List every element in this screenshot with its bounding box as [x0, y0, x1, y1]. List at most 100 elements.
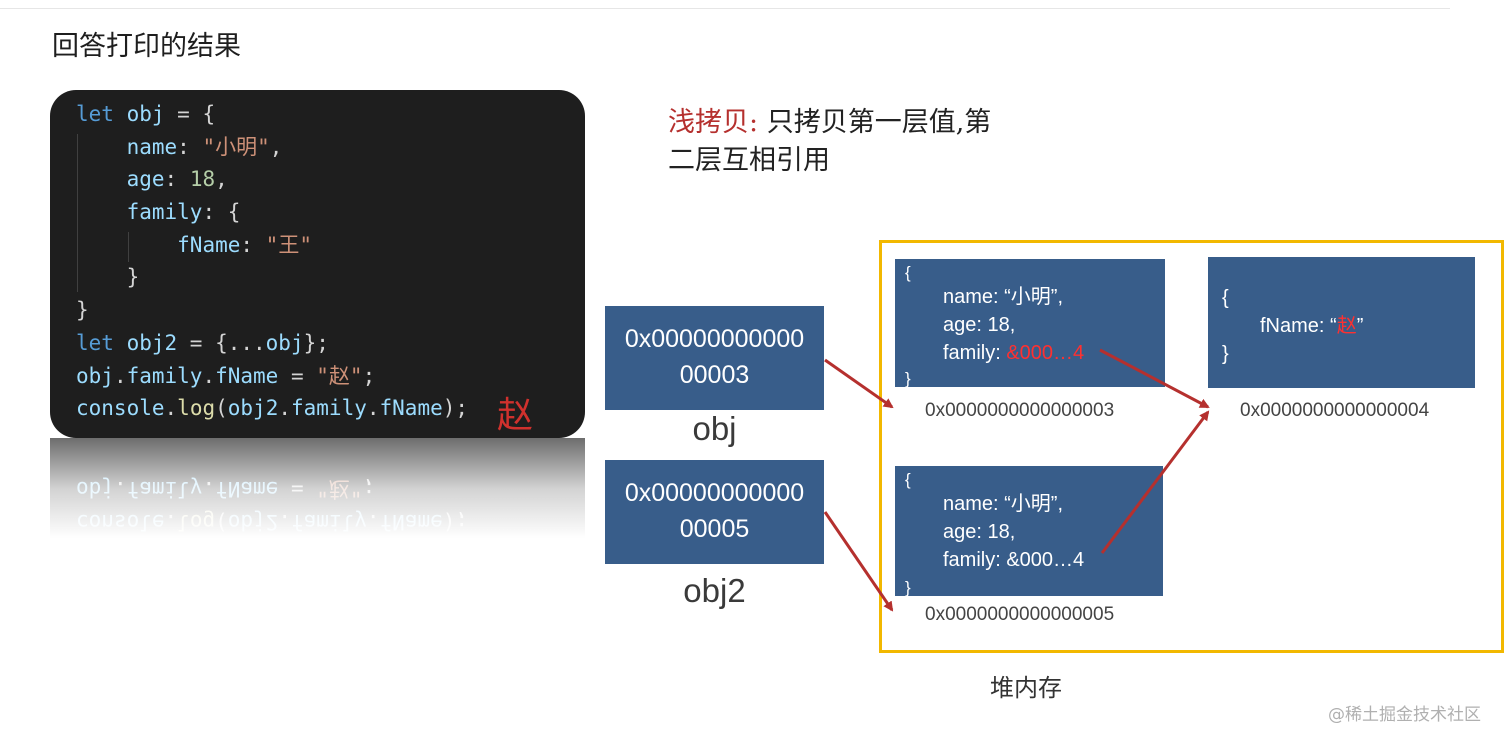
code-token: ; — [362, 363, 376, 388]
family-key: family: — [943, 342, 1007, 364]
indent-guide — [128, 232, 129, 262]
fname-value: 赵 — [1336, 315, 1357, 337]
code-token: console — [76, 396, 165, 421]
obj-address-line-1: 0x00000000000 — [624, 325, 805, 353]
code-token: : — [240, 232, 266, 257]
page-title: 回答打印的结果 — [52, 31, 241, 62]
code-token: family — [291, 396, 367, 421]
code-token: 18 — [189, 167, 216, 192]
reflection-fade — [50, 438, 585, 538]
note-label: 浅拷贝: — [668, 107, 759, 138]
code-token: }; — [303, 330, 329, 355]
note-line-1: 只拷贝第一层值,第 — [758, 107, 992, 138]
heap-object-obj: { name: “小明”, age: 18, family: &000…4 } — [895, 259, 1165, 388]
heap-address-obj2: 0x0000000000000005 — [925, 604, 1115, 625]
obj-variable-label: obj — [692, 410, 737, 447]
code-token: } — [76, 298, 89, 323]
obj2-family-entry: family: &000…4 — [943, 546, 1163, 574]
family-reference: &000…4 — [1006, 342, 1085, 364]
code-line: family: { — [76, 196, 468, 229]
code-token: . — [164, 396, 178, 421]
code-token: . — [366, 396, 380, 421]
code-line: age: 18, — [76, 163, 468, 196]
code-line: let obj = { — [76, 98, 468, 131]
obj2-address-line-2: 00005 — [679, 515, 750, 543]
obj2-address-line-1: 0x00000000000 — [624, 479, 805, 507]
close-brace: } — [905, 369, 911, 388]
code-token: ( — [215, 396, 228, 421]
arrow-obj2-to-heap — [823, 511, 894, 612]
fname-quote: ” — [1356, 315, 1364, 337]
code-token: "小明" — [202, 134, 270, 159]
code-line: fName: "王" — [76, 229, 468, 262]
obj-address-line-2: 00003 — [679, 361, 750, 389]
code-reflection: console.log(obj2.family.fName);obj.famil… — [50, 438, 585, 538]
family-reference: &000…4 — [1006, 549, 1085, 571]
heap-address-family: 0x0000000000000004 — [1240, 400, 1430, 421]
note-line-2: 二层互相引用 — [668, 145, 830, 176]
open-brace: { — [905, 263, 911, 282]
code-line: console.log(obj2.family.fName); — [76, 392, 468, 425]
code-token: = — [278, 363, 317, 388]
code-token: fName — [177, 232, 241, 257]
code-line: obj.family.fName = "赵"; — [76, 360, 468, 393]
obj-family-entry: family: &000…4 — [943, 339, 1165, 367]
code-token: ); — [442, 396, 469, 421]
family-open-brace: { — [1222, 287, 1229, 309]
top-divider — [0, 8, 1450, 9]
code-token: obj — [76, 363, 114, 388]
code-token: obj2 — [113, 330, 190, 355]
code-token: = { — [177, 102, 216, 126]
heap-caption: 堆内存 — [990, 674, 1062, 702]
code-token: family — [126, 363, 203, 388]
code-token: . — [278, 396, 291, 421]
code-token: : — [164, 167, 190, 192]
code-token: obj — [265, 330, 304, 355]
obj2-name-entry: name: “小明”, — [943, 493, 1064, 515]
arrow-obj-family-to-family — [1099, 348, 1210, 409]
obj-name-entry: name: “小明”, — [943, 286, 1064, 308]
code-line: } — [76, 261, 468, 294]
family-key: family: — [943, 549, 1007, 571]
code-panel — [50, 90, 585, 438]
code-token: let — [76, 330, 114, 355]
code-token: "赵" — [316, 363, 363, 388]
code-token: fName — [215, 363, 279, 388]
open-brace: { — [905, 470, 911, 489]
obj2-address-box: 0x00000000000 00005 — [605, 460, 824, 564]
code-token: fName — [379, 396, 443, 421]
obj-age-entry: age: 18, — [943, 314, 1016, 336]
indent-guide — [77, 134, 78, 292]
code-token: : { — [202, 200, 241, 225]
heap-object-family: { fName: “赵” } — [1208, 257, 1475, 388]
fname-key: fName: “ — [1260, 315, 1337, 337]
code-token: family — [126, 200, 203, 225]
code-token: name — [126, 134, 178, 159]
code-token: . — [202, 363, 216, 388]
obj2-variable-label: obj2 — [683, 572, 746, 609]
arrow-obj2-family-to-family — [1100, 410, 1210, 554]
code-token: age — [126, 167, 165, 192]
code-line: name: "小明", — [76, 131, 468, 164]
code-line: let obj2 = {...obj}; — [76, 327, 468, 360]
code-token: = {... — [189, 330, 266, 355]
code-block: let obj = { name: "小明", age: 18, family:… — [76, 98, 468, 425]
family-close-brace: } — [1222, 343, 1229, 365]
code-token: : — [177, 134, 203, 159]
fname-entry: fName: “赵” — [1222, 312, 1475, 340]
code-line: } — [76, 294, 468, 327]
code-token: , — [269, 134, 283, 159]
code-token: , — [215, 167, 228, 192]
obj-address-box: 0x00000000000 00003 — [605, 306, 824, 410]
code-token: . — [113, 363, 127, 388]
arrow-obj-to-heap — [824, 358, 894, 409]
close-brace: } — [905, 578, 911, 597]
code-token: obj — [113, 102, 178, 126]
heap-address-obj: 0x0000000000000003 — [925, 400, 1115, 421]
heap-frame — [879, 240, 1504, 653]
code-token: let — [76, 102, 114, 126]
code-token: } — [76, 265, 140, 290]
code-token: obj2 — [227, 396, 279, 421]
watermark: @稀土掘金技术社区 — [1328, 705, 1481, 725]
